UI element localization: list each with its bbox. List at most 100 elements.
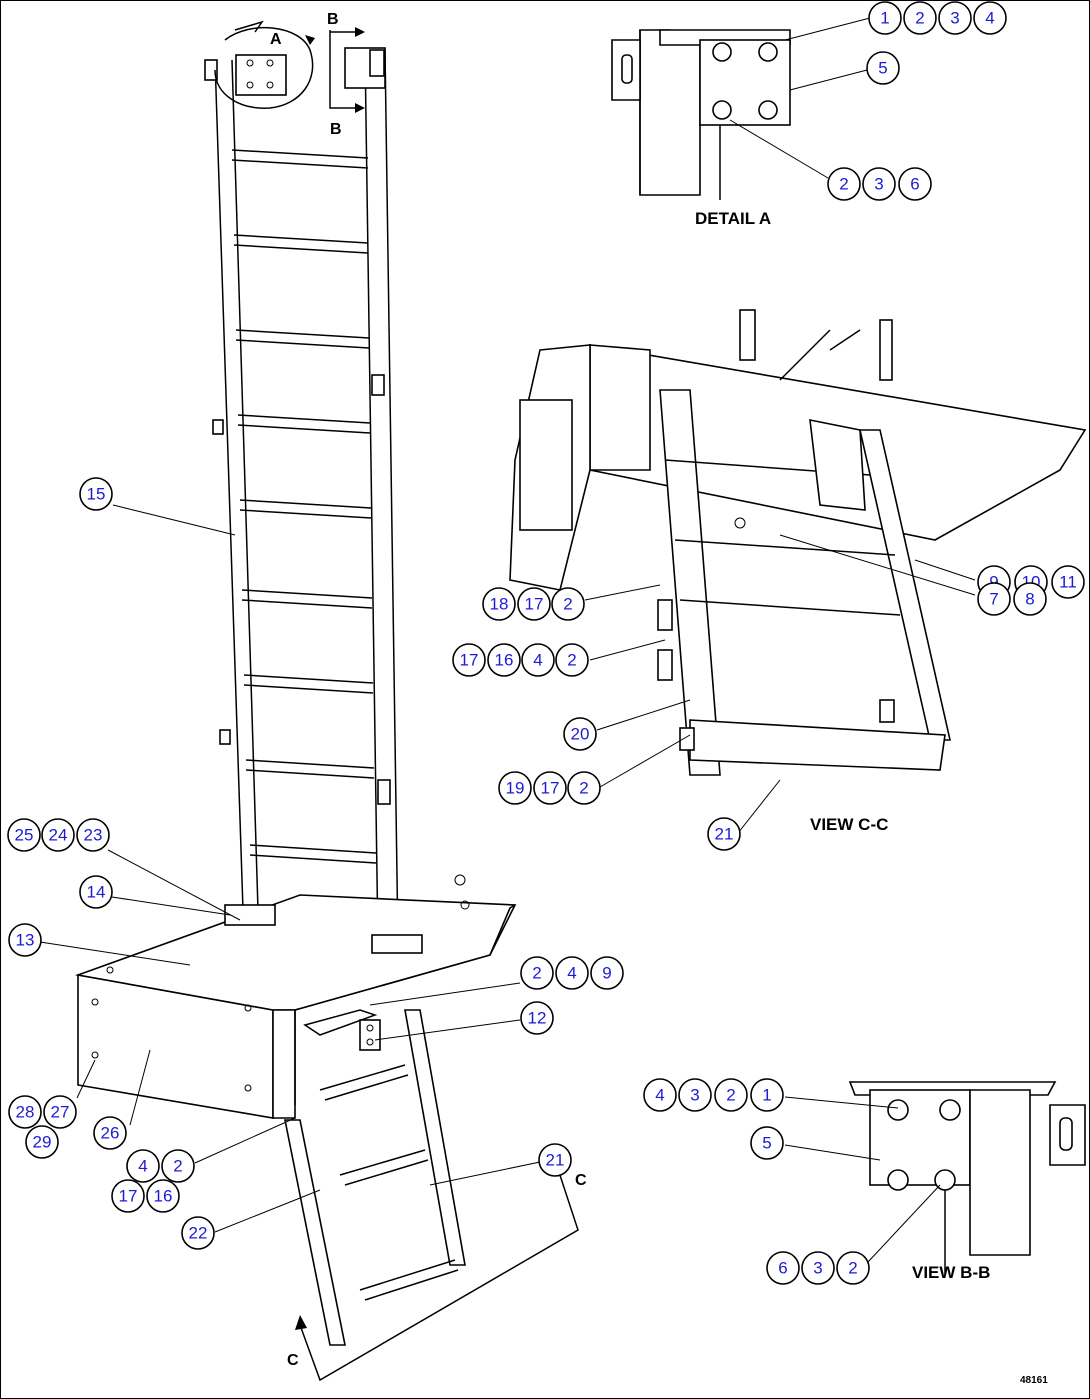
svg-text:3: 3 [950, 9, 959, 28]
callout-bubble: 5 [866, 51, 900, 85]
view-c-drawing [509, 309, 1087, 776]
svg-text:2: 2 [532, 964, 541, 983]
callout-bubble: 6 [766, 1251, 800, 1285]
callout-bubble: 3 [801, 1251, 835, 1285]
section-c-left-label: C [287, 1352, 299, 1369]
svg-text:3: 3 [813, 1259, 822, 1278]
callout-bubble: 21 [538, 1143, 572, 1177]
callout-bubble: 27 [43, 1095, 77, 1129]
view-c-title: VIEW C-C [810, 815, 888, 834]
callout-bubble: 19 [498, 771, 532, 805]
callout-bubble: 29 [25, 1125, 59, 1159]
svg-text:5: 5 [878, 59, 887, 78]
callout-bubble: 17 [517, 587, 551, 621]
section-b-bottom-label: B [330, 121, 342, 138]
section-c-right-label: C [575, 1172, 587, 1189]
svg-text:13: 13 [16, 931, 35, 950]
svg-text:6: 6 [910, 175, 919, 194]
svg-text:2: 2 [848, 1259, 857, 1278]
callout-bubble: 4 [643, 1078, 677, 1112]
callouts: 1 2 3 4 5 2 3 6 15 9 10 11 7 8 18 17 2 1… [7, 1, 1085, 1285]
callout-bubble: 13 [8, 923, 42, 957]
callout-bubble: 7 [977, 582, 1011, 616]
svg-text:16: 16 [495, 651, 514, 670]
callout-bubble: 2 [714, 1078, 748, 1112]
callout-bubble: 3 [938, 1, 972, 35]
svg-text:26: 26 [101, 1124, 120, 1143]
callout-bubble: 2 [903, 1, 937, 35]
svg-text:2: 2 [563, 595, 572, 614]
callout-bubble: 16 [146, 1179, 180, 1213]
section-b-top-label: B [327, 11, 339, 28]
svg-text:22: 22 [189, 1224, 208, 1243]
svg-text:8: 8 [1025, 590, 1034, 609]
svg-text:9: 9 [602, 964, 611, 983]
callout-bubble: 2 [520, 956, 554, 990]
callout-bubble: 17 [111, 1179, 145, 1213]
svg-text:16: 16 [154, 1187, 173, 1206]
svg-text:4: 4 [567, 964, 576, 983]
section-a-label: A [270, 31, 282, 48]
svg-text:9: 9 [989, 573, 998, 592]
svg-text:3: 3 [690, 1086, 699, 1105]
svg-text:27: 27 [51, 1103, 70, 1122]
callout-bubble: 3 [862, 167, 896, 201]
svg-text:2: 2 [567, 651, 576, 670]
svg-text:5: 5 [762, 1134, 771, 1153]
svg-text:15: 15 [87, 485, 106, 504]
svg-text:1: 1 [762, 1086, 771, 1105]
svg-text:2: 2 [579, 779, 588, 798]
callout-bubble: 4 [521, 643, 555, 677]
callout-bubble: 8 [1013, 582, 1047, 616]
svg-text:4: 4 [533, 651, 542, 670]
callout-bubble: 14 [79, 875, 113, 909]
view-b-drawing [848, 1081, 1086, 1275]
view-b-title: VIEW B-B [912, 1263, 990, 1282]
svg-text:2: 2 [726, 1086, 735, 1105]
callout-bubble: 2 [551, 587, 585, 621]
platform-assembly [74, 874, 517, 1119]
svg-text:7: 7 [989, 590, 998, 609]
svg-text:21: 21 [715, 825, 734, 844]
svg-text:1: 1 [880, 9, 889, 28]
detail-a-drawing [611, 29, 791, 200]
callout-bubble: 20 [563, 717, 597, 751]
callout-bubble: 4 [973, 1, 1007, 35]
svg-text:25: 25 [15, 826, 34, 845]
svg-text:11: 11 [1059, 573, 1077, 592]
callout-bubble: 11 [1051, 565, 1085, 599]
svg-text:17: 17 [541, 779, 560, 798]
svg-text:29: 29 [33, 1133, 52, 1152]
callout-bubble: 18 [482, 587, 516, 621]
callout-bubble: 23 [76, 818, 110, 852]
svg-text:20: 20 [571, 725, 590, 744]
callout-bubble: 4 [555, 956, 589, 990]
svg-text:14: 14 [87, 883, 106, 902]
svg-text:6: 6 [778, 1259, 787, 1278]
callout-bubble: 5 [750, 1126, 784, 1160]
svg-text:17: 17 [525, 595, 544, 614]
callout-bubble: 12 [520, 1001, 554, 1035]
callout-bubble: 9 [590, 956, 624, 990]
svg-text:2: 2 [915, 9, 924, 28]
callout-bubble: 1 [750, 1078, 784, 1112]
callout-bubble: 2 [567, 771, 601, 805]
svg-text:2: 2 [173, 1157, 182, 1176]
svg-text:18: 18 [490, 595, 509, 614]
svg-text:17: 17 [119, 1187, 138, 1206]
callout-bubble: 3 [678, 1078, 712, 1112]
svg-text:2: 2 [839, 175, 848, 194]
svg-text:19: 19 [506, 779, 525, 798]
svg-text:21: 21 [546, 1151, 565, 1170]
callout-bubble: 4 [126, 1149, 160, 1183]
svg-text:4: 4 [655, 1086, 664, 1105]
callout-bubble: 2 [555, 643, 589, 677]
callout-bubble: 24 [41, 818, 75, 852]
callout-bubble: 26 [93, 1116, 127, 1150]
svg-text:23: 23 [84, 826, 103, 845]
callout-bubble: 2 [836, 1251, 870, 1285]
lower-step-ladder [284, 1009, 466, 1346]
callout-bubble: 1 [868, 1, 902, 35]
svg-text:3: 3 [874, 175, 883, 194]
callout-bubble: 16 [487, 643, 521, 677]
